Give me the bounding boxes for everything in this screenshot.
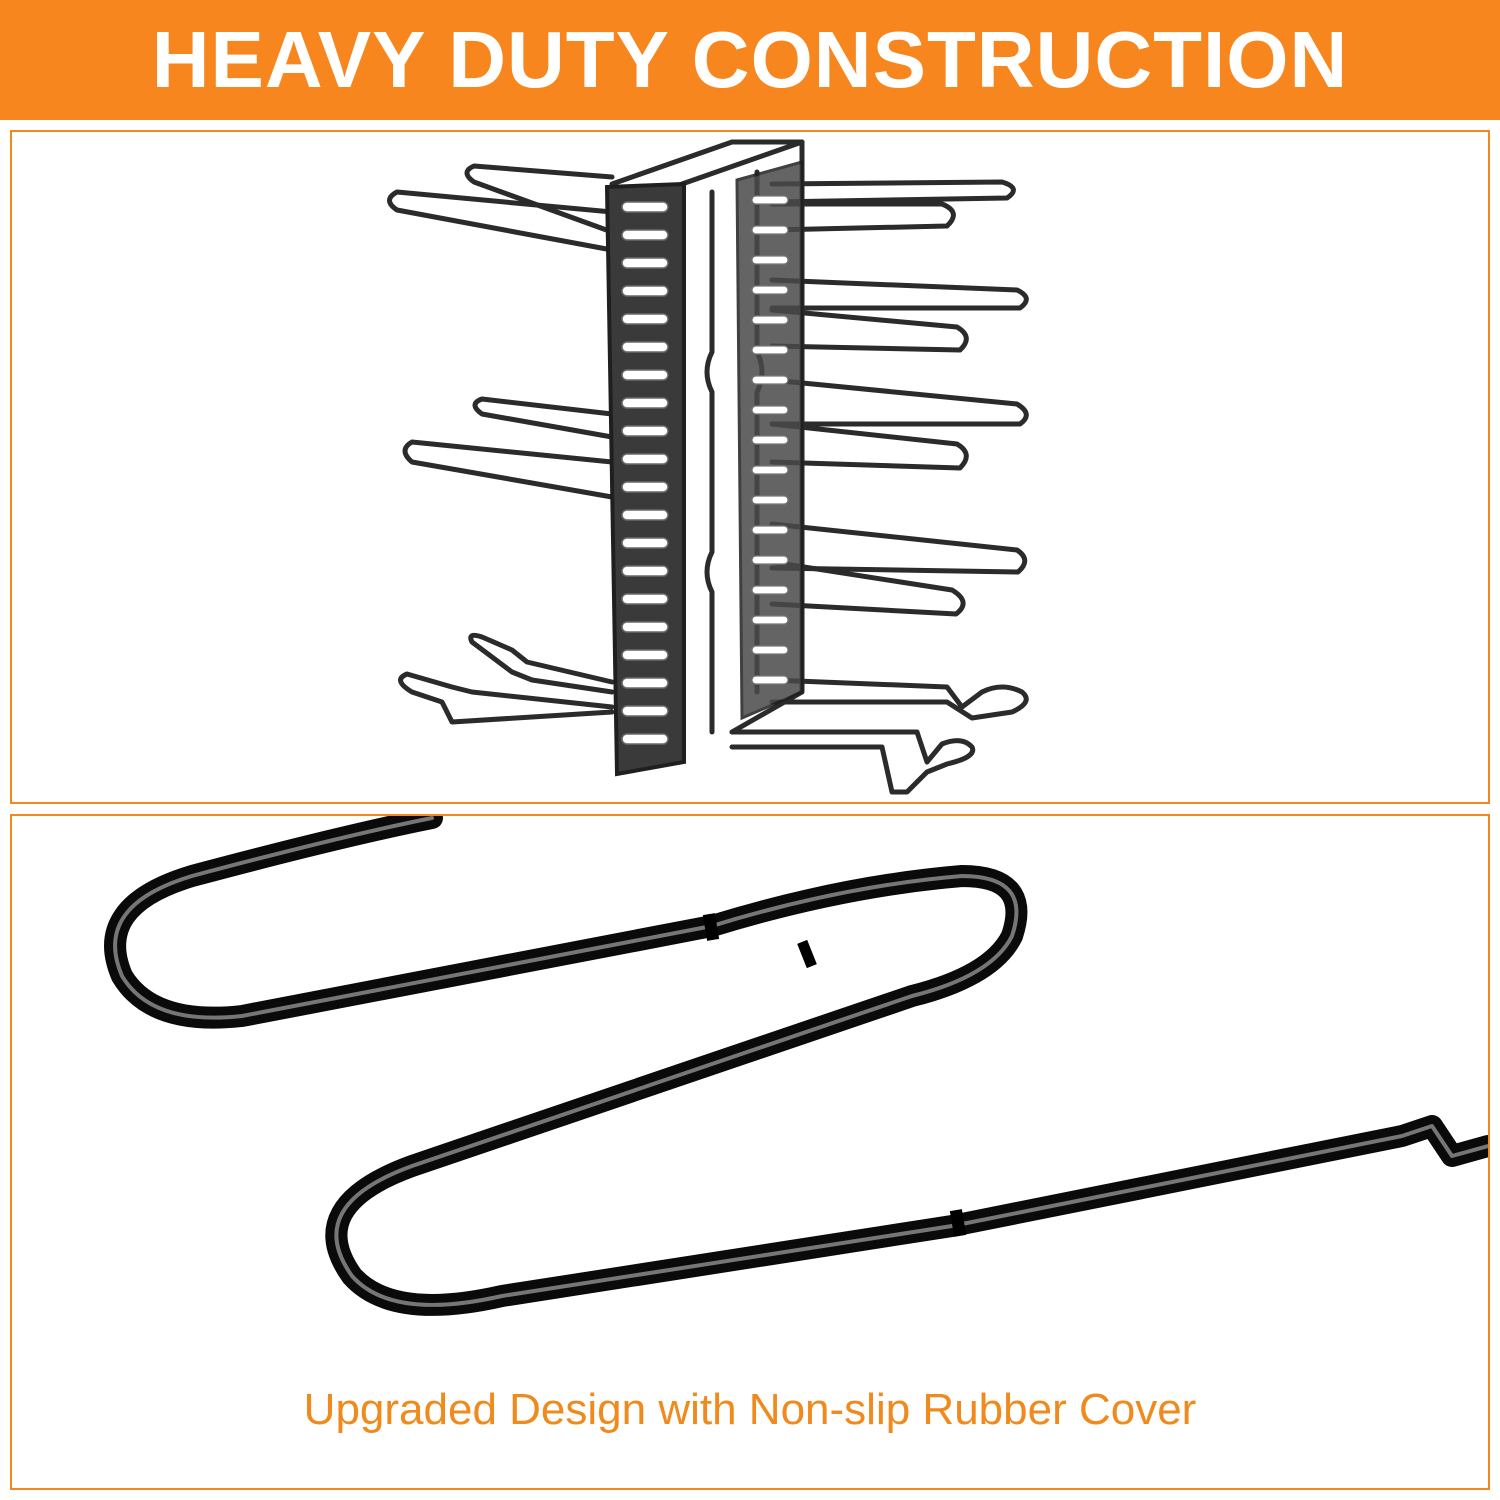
rack-arm bbox=[387, 189, 615, 253]
detail-panel: Upgraded Design with Non-slip Rubber Cov… bbox=[10, 814, 1490, 1490]
pan-rack-illustration bbox=[387, 139, 1029, 795]
rack-back-bar bbox=[735, 160, 804, 721]
wire-closeup-illustration bbox=[104, 816, 1488, 1316]
rack-arm bbox=[769, 277, 1029, 311]
wire-highlight bbox=[113, 816, 1488, 1307]
rack-arm bbox=[769, 677, 1029, 721]
rack-back-frame bbox=[609, 139, 735, 187]
rack-arm bbox=[402, 439, 615, 500]
rack-arm bbox=[472, 396, 615, 440]
rack-arm bbox=[769, 201, 956, 233]
product-panel bbox=[10, 130, 1490, 804]
rack-center-wire bbox=[704, 189, 715, 735]
rack-arm bbox=[769, 377, 1029, 427]
rubber-cover-segments bbox=[702, 913, 967, 1237]
rack-arm bbox=[398, 671, 615, 725]
rack-arm bbox=[769, 307, 969, 353]
rack-arm bbox=[769, 421, 969, 471]
page-title: HEAVY DUTY CONSTRUCTION bbox=[151, 15, 1349, 104]
caption-text: Upgraded Design with Non-slip Rubber Cov… bbox=[303, 1385, 1197, 1434]
rack-arm bbox=[729, 729, 976, 795]
rack-arm bbox=[769, 521, 1028, 575]
rack-arm bbox=[468, 632, 615, 695]
rack-arm bbox=[769, 179, 1016, 205]
rack-arm bbox=[769, 559, 966, 617]
rack-front-bar bbox=[604, 181, 686, 777]
header-banner: HEAVY DUTY CONSTRUCTION bbox=[0, 0, 1500, 120]
rack-arm bbox=[464, 163, 615, 235]
wire-bend bbox=[104, 816, 1488, 1316]
rack-back-frame bbox=[679, 139, 805, 187]
